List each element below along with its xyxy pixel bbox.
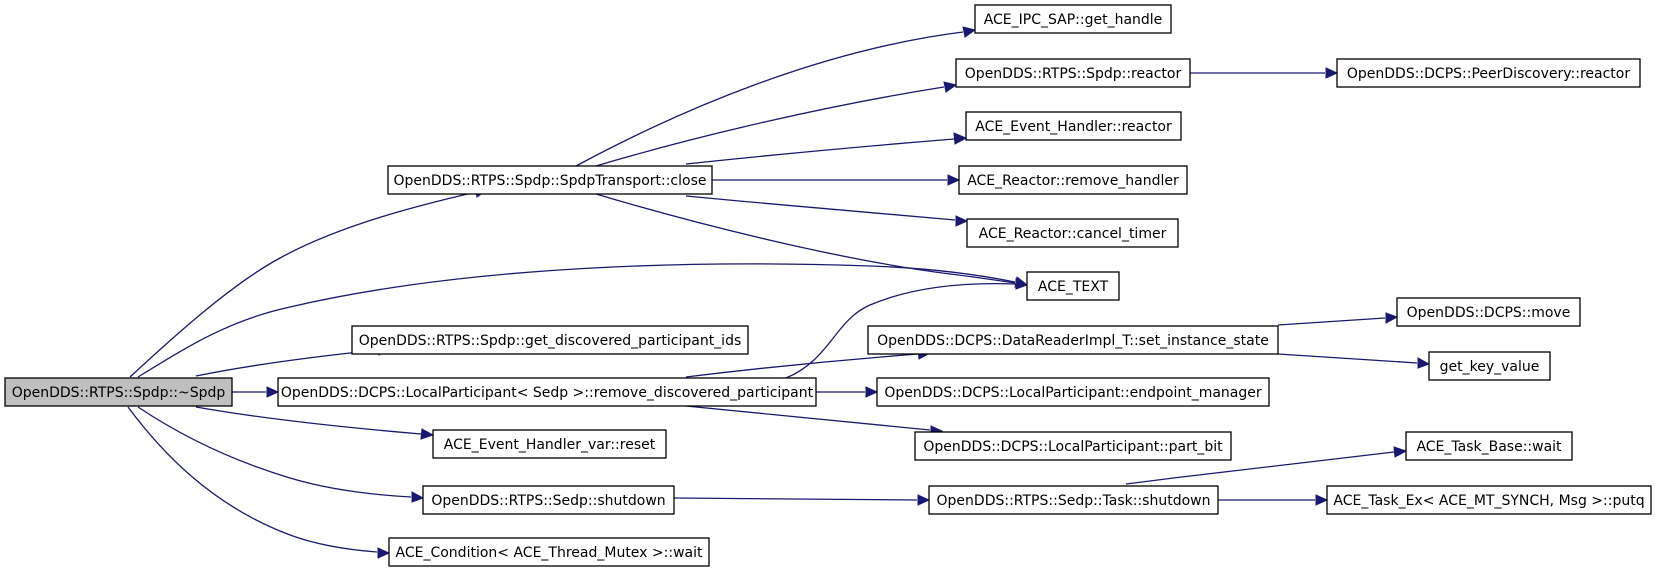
edge-set-instance-state-to-get-key-value — [1277, 353, 1431, 369]
node-set-instance-state[interactable]: OpenDDS::DCPS::DataReaderImpl_T::set_ins… — [867, 325, 1279, 355]
edge-spdp-reactor-to-peer-reactor — [1190, 67, 1339, 79]
node-get-discovered-participant-ids[interactable]: OpenDDS::RTPS::Spdp::get_discovered_part… — [351, 325, 749, 355]
edge-transport-close-to-event-handler-reactor — [685, 132, 968, 165]
node-event-handler-var-reset[interactable]: ACE_Event_Handler_var::reset — [432, 429, 667, 459]
node-event-handler-reactor[interactable]: ACE_Event_Handler::reactor — [965, 111, 1182, 141]
node-get-key-value[interactable]: get_key_value — [1428, 351, 1551, 381]
node-label: OpenDDS::RTPS::Sedp::Task::shutdown — [937, 493, 1211, 509]
node-label: ACE_TEXT — [1038, 279, 1109, 295]
node-label: OpenDDS::RTPS::Spdp::reactor — [965, 66, 1182, 82]
node-part-bit[interactable]: OpenDDS::DCPS::LocalParticipant::part_bi… — [914, 431, 1232, 461]
edge-task-shutdown-to-task-base-wait — [1125, 446, 1408, 485]
node-task-ex-putq[interactable]: ACE_Task_Ex< ACE_MT_SYNCH, Msg >::putq — [1326, 485, 1652, 515]
node-label: ACE_Event_Handler::reactor — [975, 119, 1172, 135]
node-label: OpenDDS::RTPS::Spdp::SpdpTransport::clos… — [393, 173, 706, 189]
edge-remove-discovered-to-ace-text — [785, 278, 1029, 379]
edge-transport-close-to-cancel-timer — [685, 195, 969, 227]
node-label: ACE_Reactor::remove_handler — [967, 173, 1179, 189]
call-edges — [127, 26, 1431, 559]
node-label: OpenDDS::DCPS::LocalParticipant::endpoin… — [884, 385, 1261, 401]
edge-transport-close-to-ipc-get-handle — [575, 26, 977, 167]
edge-spdp-dtor-to-sedp-shutdown — [137, 406, 425, 503]
function-nodes: OpenDDS::RTPS::Spdp::~Spdp OpenDDS::RTPS… — [4, 4, 1652, 567]
node-reactor-cancel-timer[interactable]: ACE_Reactor::cancel_timer — [966, 218, 1179, 248]
node-label: OpenDDS::DCPS::move — [1407, 305, 1571, 321]
node-label: OpenDDS::RTPS::Spdp::get_discovered_part… — [359, 333, 742, 349]
node-dcps-move[interactable]: OpenDDS::DCPS::move — [1396, 297, 1581, 327]
edge-transport-close-to-remove-handler — [712, 174, 961, 186]
node-label: ACE_Reactor::cancel_timer — [979, 226, 1167, 242]
edge-remove-discovered-to-part-bit — [685, 405, 944, 437]
node-spdp-destructor[interactable]: OpenDDS::RTPS::Spdp::~Spdp — [4, 377, 233, 407]
node-condition-wait[interactable]: ACE_Condition< ACE_Thread_Mutex >::wait — [388, 537, 710, 567]
node-label: OpenDDS::DCPS::LocalParticipant::part_bi… — [923, 439, 1223, 455]
node-label: ACE_Task_Base::wait — [1416, 439, 1562, 455]
edge-sedp-shutdown-to-task-shutdown — [673, 494, 931, 506]
node-task-base-wait[interactable]: ACE_Task_Base::wait — [1405, 431, 1573, 461]
node-peer-discovery-reactor[interactable]: OpenDDS::DCPS::PeerDiscovery::reactor — [1336, 58, 1641, 88]
node-label: OpenDDS::RTPS::Spdp::~Spdp — [12, 385, 226, 401]
node-ace-text[interactable]: ACE_TEXT — [1026, 271, 1120, 301]
node-ipc-sap-get-handle[interactable]: ACE_IPC_SAP::get_handle — [974, 4, 1172, 34]
edge-spdp-dtor-to-remove-discovered — [232, 386, 280, 398]
edge-spdp-dtor-to-handler-var-reset — [195, 406, 435, 440]
node-label: ACE_Task_Ex< ACE_MT_SYNCH, Msg >::putq — [1333, 493, 1644, 509]
edge-remove-discovered-to-endpoint-manager — [816, 386, 879, 398]
node-endpoint-manager[interactable]: OpenDDS::DCPS::LocalParticipant::endpoin… — [876, 377, 1270, 407]
edge-spdp-dtor-to-condition-wait — [127, 406, 391, 559]
node-label: OpenDDS::DCPS::DataReaderImpl_T::set_ins… — [877, 333, 1269, 349]
node-spdp-transport-close[interactable]: OpenDDS::RTPS::Spdp::SpdpTransport::clos… — [387, 165, 713, 195]
node-label: get_key_value — [1440, 359, 1540, 375]
node-label: OpenDDS::RTPS::Sedp::shutdown — [431, 493, 665, 509]
edge-set-instance-state-to-dcps-move — [1277, 312, 1399, 326]
edge-task-shutdown-to-task-ex-putq — [1218, 494, 1329, 506]
node-spdp-reactor[interactable]: OpenDDS::RTPS::Spdp::reactor — [955, 58, 1191, 88]
node-sedp-shutdown[interactable]: OpenDDS::RTPS::Sedp::shutdown — [422, 485, 675, 515]
node-task-shutdown[interactable]: OpenDDS::RTPS::Sedp::Task::shutdown — [928, 485, 1219, 515]
edge-transport-close-to-spdp-reactor — [595, 81, 958, 167]
node-label: ACE_Condition< ACE_Thread_Mutex >::wait — [396, 545, 703, 561]
node-label: OpenDDS::DCPS::PeerDiscovery::reactor — [1347, 66, 1630, 82]
node-label: OpenDDS::DCPS::LocalParticipant< Sedp >:… — [281, 385, 814, 401]
edge-spdp-dtor-to-ace-text — [137, 263, 1029, 378]
node-label: ACE_Event_Handler_var::reset — [444, 437, 656, 453]
node-remove-discovered-participant[interactable]: OpenDDS::DCPS::LocalParticipant< Sedp >:… — [277, 377, 817, 407]
node-reactor-remove-handler[interactable]: ACE_Reactor::remove_handler — [958, 165, 1188, 195]
node-label: ACE_IPC_SAP::get_handle — [984, 12, 1163, 28]
